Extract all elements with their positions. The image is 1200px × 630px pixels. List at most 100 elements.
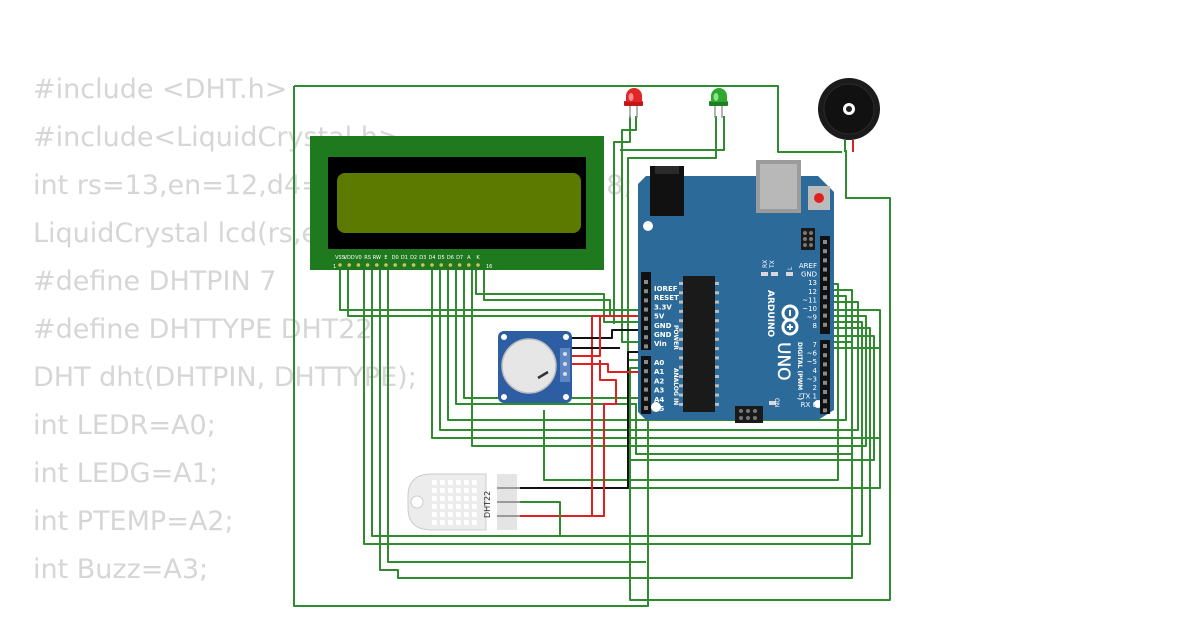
vent-hole <box>448 480 453 485</box>
vent-hole <box>472 496 477 501</box>
wire <box>568 316 601 357</box>
header-pin <box>823 258 827 263</box>
header-pin <box>644 360 648 364</box>
vent-hole <box>448 512 453 517</box>
wire <box>347 262 648 317</box>
vent-hole <box>472 480 477 485</box>
chip-leg <box>679 365 683 369</box>
digital-pin-label: ~9 <box>807 314 817 322</box>
vent-hole <box>440 480 445 485</box>
header-pin <box>823 344 827 348</box>
header-pin <box>644 307 648 312</box>
lcd-pin <box>384 263 388 267</box>
lcd-pin <box>356 263 361 267</box>
digital-pin-label: ~10 <box>802 305 817 313</box>
power-pin-label: Vin <box>654 340 667 348</box>
vent-hole <box>472 504 477 509</box>
lcd-pin-label: D6 <box>447 255 454 261</box>
wire <box>293 86 649 607</box>
digital-pin-label: 4 <box>813 367 818 375</box>
lcd-pin <box>476 263 480 267</box>
chip-leg <box>679 309 683 313</box>
vent-hole <box>432 480 437 485</box>
vent-hole <box>472 520 477 525</box>
chip-leg <box>679 375 683 378</box>
wire <box>520 501 561 536</box>
dht22-vent-grid <box>432 480 477 525</box>
lcd-pin <box>430 263 434 267</box>
analog-pin-label: A1 <box>654 368 664 376</box>
lcd-pin-label: VSS <box>335 255 345 261</box>
header-pin <box>644 369 648 374</box>
header-pin <box>644 298 648 303</box>
digital-pin-label: ~5 <box>807 358 817 366</box>
vent-hole <box>464 496 469 501</box>
vent-hole <box>456 504 461 509</box>
header-pin <box>823 353 827 358</box>
wire <box>616 347 881 489</box>
lcd-pin-label: RW <box>373 255 381 261</box>
vent-hole <box>456 480 461 485</box>
l-label: L <box>787 266 794 270</box>
wire <box>455 262 853 455</box>
vent-hole <box>464 504 469 509</box>
chip-leg <box>679 328 683 332</box>
vent-hole <box>440 496 445 501</box>
chip-leg <box>715 319 719 323</box>
chip-leg <box>715 365 719 369</box>
wire <box>613 116 631 324</box>
wire <box>621 116 648 343</box>
analog-pin-label: A4 <box>654 396 664 404</box>
vent-hole <box>456 512 461 517</box>
arduino-uno: TX RX L ON ARDUINO UNO POWER ANALOG IN D… <box>638 160 834 423</box>
chip-leg <box>715 375 719 378</box>
power-label: POWER <box>672 325 679 350</box>
vent-hole <box>456 488 461 493</box>
lcd-pin <box>421 263 425 267</box>
wire <box>568 329 648 339</box>
code-line: #include <DHT.h> <box>33 74 288 105</box>
analog-pin-label: A3 <box>654 387 664 395</box>
chip-leg <box>679 319 683 323</box>
analog-pin-label: A2 <box>654 377 664 385</box>
rx-label: RX <box>762 260 769 268</box>
vent-hole <box>440 512 445 517</box>
chip-leg <box>715 356 719 360</box>
lcd-pin-label: D7 <box>456 255 463 261</box>
lcd-pin <box>411 263 416 267</box>
header-pin <box>644 406 648 410</box>
wire <box>475 262 648 323</box>
lcd-pin <box>439 263 444 267</box>
lcd-pin-label: E <box>384 255 387 261</box>
wire <box>568 363 646 373</box>
digital-pin-label: 13 <box>808 279 817 287</box>
chip-leg <box>679 300 683 304</box>
wire <box>543 283 839 481</box>
code-line: int LEDR=A0; <box>33 410 216 441</box>
chip-leg <box>679 384 683 388</box>
chip-leg <box>715 402 719 406</box>
lcd-pin <box>375 263 379 267</box>
vent-hole <box>464 520 469 525</box>
header-pin <box>823 304 827 309</box>
vent-hole <box>432 512 437 517</box>
chip-leg <box>715 384 719 388</box>
wire <box>447 262 847 421</box>
wire <box>387 262 646 563</box>
red-led <box>624 88 643 118</box>
lcd-pin <box>457 263 462 267</box>
header-pin <box>644 326 648 330</box>
chip-leg <box>715 291 719 295</box>
code-line: int PTEMP=A2; <box>33 506 234 537</box>
vent-hole <box>448 488 453 493</box>
digital-pin-label: GND <box>801 271 817 279</box>
header-pin <box>823 267 827 272</box>
lcd-pin <box>365 263 370 267</box>
lcd-pin <box>338 263 342 267</box>
code-line: DHT dht(DHTPIN, DHTTYPE); <box>33 362 417 393</box>
lcd-pin-label: D4 <box>428 255 435 261</box>
header-pin <box>823 240 827 244</box>
vent-hole <box>448 520 453 525</box>
wire <box>294 85 842 153</box>
